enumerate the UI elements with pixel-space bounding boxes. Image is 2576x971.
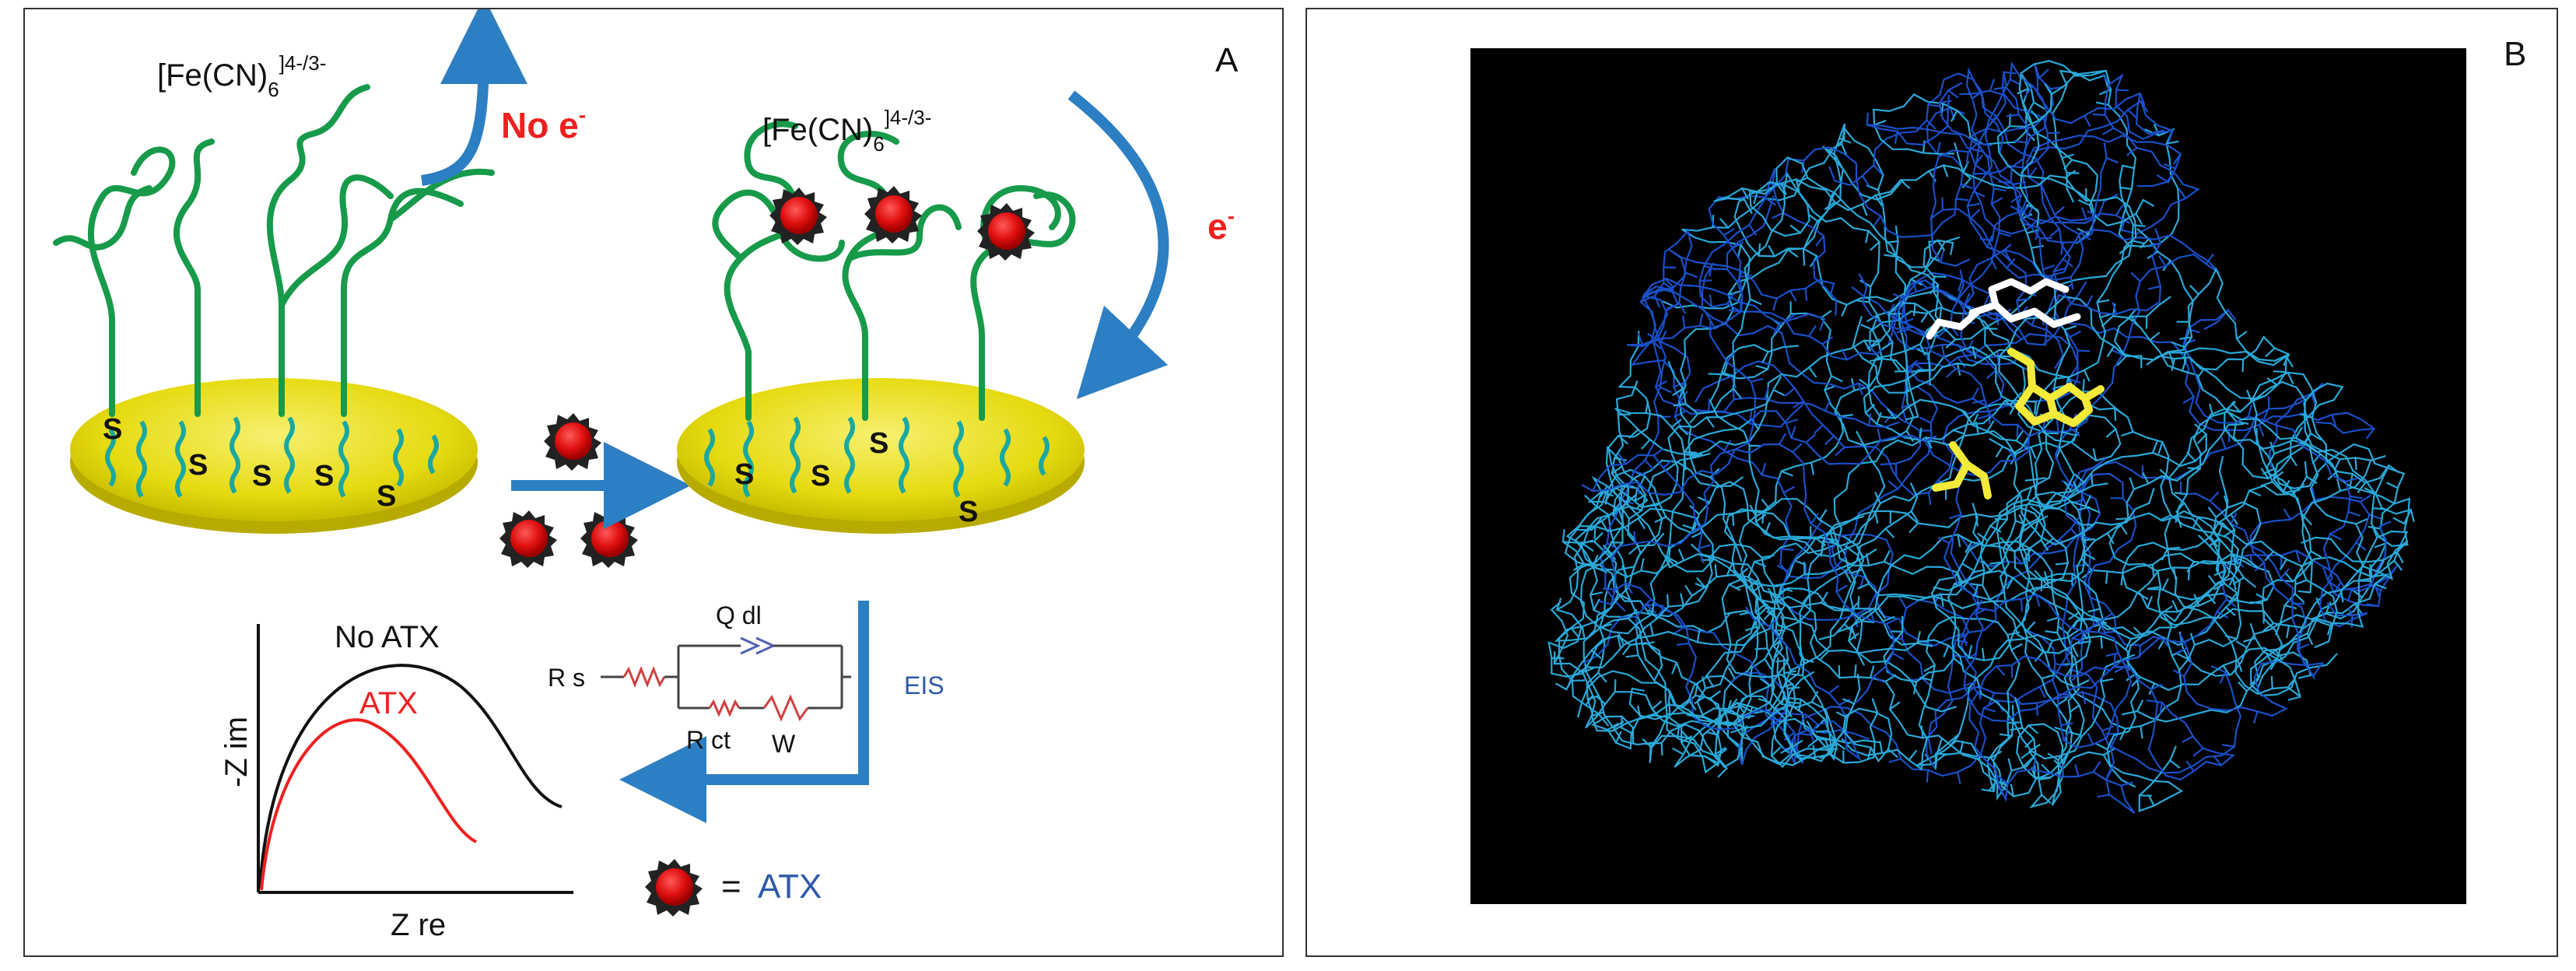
backbone-strand [1667, 171, 1901, 424]
ligand-white [1926, 278, 2081, 340]
backbone-strand [1574, 380, 1877, 619]
ferricyanide-label-right: [Fe(CN)6]4-/3- [762, 106, 931, 156]
backbone-strand [1581, 262, 1764, 564]
electron-label: e- [1207, 204, 1235, 247]
backbone-strand [1930, 71, 2119, 267]
plot-label-atx: ATX [359, 686, 418, 720]
panel-a-schematic: A S S S S S [Fe(CN)6]4-/3- No e- [53, 0, 1239, 942]
no-electron-label: No e- [501, 103, 586, 145]
ligand-yellow-upper [2007, 348, 2105, 427]
svg-text:S: S [188, 449, 208, 482]
backbone-strand [1963, 599, 2235, 781]
eis-arrow [619, 601, 869, 823]
backbone-strand [1678, 240, 1943, 563]
circuit-rct-label: R ct [686, 726, 731, 754]
circuit-qdl-label: Q dl [716, 601, 762, 629]
sulfur-labels-left: S S S S S [103, 413, 396, 513]
svg-text:S: S [252, 460, 272, 493]
backbone-strand [1836, 533, 2080, 808]
backbone-strand [1996, 60, 2155, 229]
backbone-strand [1625, 543, 1875, 729]
backbone-strand [1577, 670, 1898, 766]
backbone-strand [1894, 289, 2122, 465]
svg-text:S: S [959, 496, 978, 528]
panel-b: B [1306, 8, 2558, 957]
plot-xlabel: Z re [391, 908, 446, 942]
backbone-strand [1599, 433, 1905, 703]
toxin-molecules-bound [769, 186, 1035, 261]
electron-transfer-arrow [1067, 90, 1169, 400]
thiol-monolayer-right [704, 416, 1050, 498]
nyquist-plot [257, 624, 573, 894]
backbone-strand [1564, 445, 1715, 573]
backbone-strand [2005, 473, 2262, 650]
circuit-w-label: W [772, 730, 796, 758]
sulfur-labels-right: S S S S [734, 427, 978, 528]
backbone-strand [1554, 452, 1720, 774]
aptamer-strands-right [712, 121, 1076, 421]
backbone-strand [2154, 347, 2338, 649]
backbone-strand [1663, 549, 2037, 801]
panel-a: A S S S S S [Fe(CN)6]4-/3- No e- [23, 0, 1284, 957]
plot-label-no-atx: No ATX [335, 620, 440, 654]
backbone-strand [2174, 403, 2409, 580]
backbone-strand [1690, 543, 2136, 760]
svg-text:S: S [811, 460, 830, 493]
legend-atx-label: ATX [758, 868, 822, 906]
backbone-strand [1968, 636, 2170, 814]
curve-atx [260, 718, 477, 891]
backbone-strand [1721, 577, 1838, 769]
backbone-strand [1604, 301, 1853, 535]
legend-toxin-symbol [645, 859, 703, 917]
backbone-strand [1934, 512, 2227, 770]
backbone-strand [2018, 515, 2091, 806]
panel-b-protein-structure: B [1470, 35, 2526, 904]
backbone-strand [1643, 288, 1907, 428]
backbone-strand [2034, 72, 2200, 235]
backbone-strand [1694, 293, 2091, 505]
backbone-strand [2223, 400, 2411, 547]
svg-text:[Fe(CN)6]4-/3-: [Fe(CN)6]4-/3- [157, 51, 326, 101]
backbone-strand [2113, 267, 2290, 373]
svg-text:S: S [734, 458, 754, 491]
backbone-strand [2182, 308, 2368, 628]
svg-text:S: S [314, 460, 334, 493]
svg-text:S: S [103, 413, 122, 446]
panel-letter-b: B [2504, 35, 2526, 73]
curve-no-atx [258, 664, 563, 889]
backbone-strand [1561, 529, 1775, 746]
backbone-strand [1892, 82, 2087, 346]
thiol-monolayer-left [105, 416, 439, 498]
backbone-strand [1828, 72, 2071, 279]
panel-letter-a: A [1215, 41, 1239, 79]
svg-text:S: S [869, 427, 888, 460]
backbone-strand [1630, 277, 1900, 429]
backbone-strand [2249, 525, 2409, 697]
backbone-strand [1612, 581, 1862, 762]
backbone-strand [2095, 455, 2236, 812]
aptamer-strands-left [53, 84, 495, 417]
circuit-rs-label: R s [548, 664, 585, 692]
svg-text:S: S [377, 480, 396, 513]
backbone-strand [1927, 472, 2137, 755]
backbone-strand [1998, 295, 2143, 689]
eis-label: EIS [904, 671, 945, 699]
equivalent-circuit [601, 636, 851, 722]
legend-equals: = [721, 868, 741, 906]
ferricyanide-label-left: [Fe(CN)6]4-/3- [157, 51, 326, 101]
electrode-left [70, 378, 478, 534]
plot-ylabel: -Z im [219, 717, 254, 787]
svg-text:[Fe(CN)6]4-/3-: [Fe(CN)6]4-/3- [762, 106, 931, 156]
protein-backbone [1547, 60, 2415, 814]
ligand-yellow-lower [1932, 441, 1992, 500]
backbone-strand [1627, 195, 1835, 348]
no-transfer-arrow [420, 0, 527, 186]
